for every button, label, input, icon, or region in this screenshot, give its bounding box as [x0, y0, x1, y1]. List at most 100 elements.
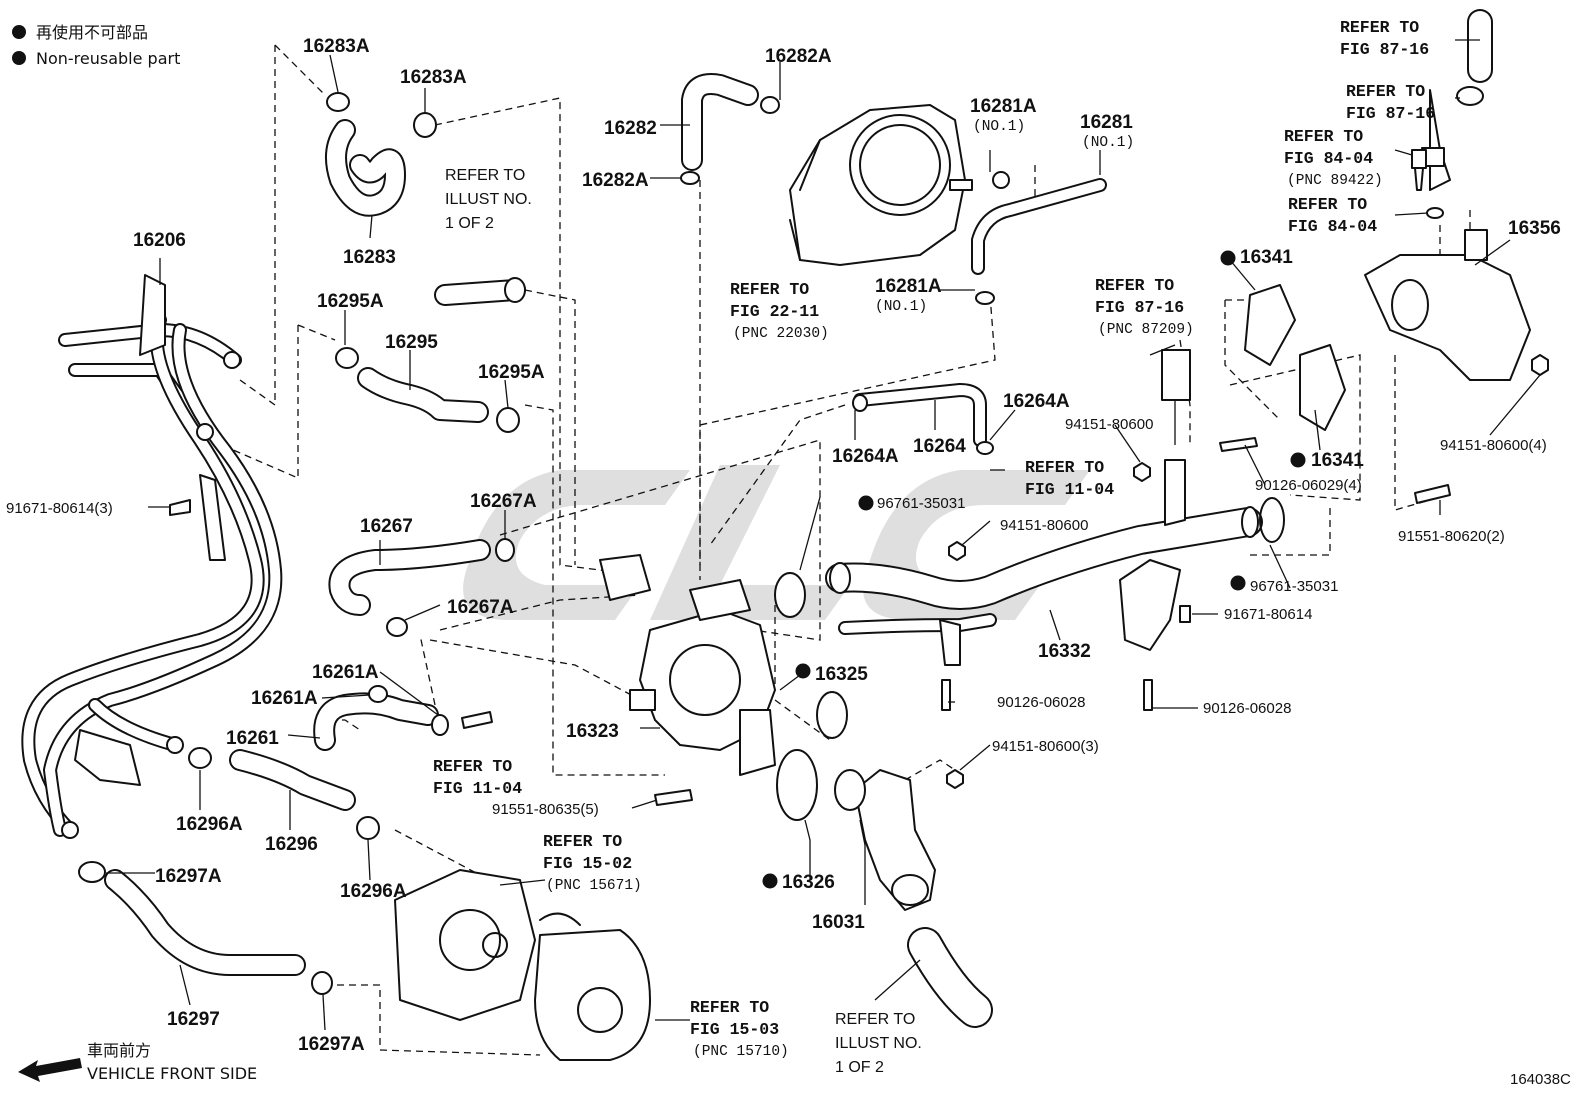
leader-lines: [106, 39, 1541, 1031]
label-16297: 16297: [167, 1009, 220, 1030]
svg-text:FIG 87-16: FIG 87-16: [1340, 40, 1429, 59]
label-16295A-left: 16295A: [317, 291, 384, 312]
svg-text:FIG 15-02: FIG 15-02: [543, 854, 632, 873]
ref-illust-top: REFER TO ILLUST NO. 1 OF 2: [445, 167, 532, 232]
water-bypass-pipe-16206: [21, 274, 283, 839]
water-outlet-pipe-16332: [825, 459, 1263, 666]
label-16281A-top: 16281A: [970, 96, 1037, 117]
svg-text:REFER TO: REFER TO: [1095, 276, 1174, 295]
svg-text:(PNC 89422): (PNC 89422): [1287, 173, 1383, 189]
label-16296A-left: 16296A: [176, 814, 243, 835]
hose-16267: [328, 539, 491, 616]
label-16261A-left: 16261A: [251, 688, 318, 709]
vehicle-front-note: 車両前方 VEHICLE FRONT SIDE: [18, 1041, 257, 1083]
svg-text:REFER TO: REFER TO: [445, 167, 525, 184]
ref-fig-22-11: REFER TO FIG 22-11 (PNC 22030): [730, 280, 829, 342]
svg-text:REFER TO: REFER TO: [1288, 195, 1367, 214]
hose-16295: [357, 367, 489, 423]
svg-text:REFER TO: REFER TO: [1346, 82, 1425, 101]
label-90126-06028-left: 90126-06028: [997, 694, 1085, 711]
hose-16296: [229, 749, 356, 811]
label-16264A-right: 16264A: [1003, 391, 1070, 412]
label-90126-06029-4: 90126-06029(4): [1255, 477, 1362, 494]
svg-text:REFER TO: REFER TO: [433, 757, 512, 776]
svg-text:(PNC 15671): (PNC 15671): [546, 878, 642, 894]
svg-text:REFER TO: REFER TO: [1340, 18, 1419, 37]
svg-text:REFER TO: REFER TO: [1284, 127, 1363, 146]
label-16267: 16267: [360, 516, 413, 537]
label-91671-80614-3: 91671-80614(3): [6, 500, 113, 517]
diagram-code: 164038C: [1510, 1071, 1571, 1088]
label-16281A-top-note: (NO.1): [973, 119, 1025, 135]
svg-text:FIG 11-04: FIG 11-04: [433, 779, 522, 798]
svg-text:FIG 84-04: FIG 84-04: [1284, 149, 1373, 168]
label-16267A-top: 16267A: [470, 491, 537, 512]
svg-text:ILLUST NO.: ILLUST NO.: [835, 1035, 922, 1052]
ref-fig-84-04-sensor: REFER TO FIG 84-04 (PNC 89422): [1284, 127, 1383, 189]
hose-16282: [681, 73, 759, 171]
svg-text:ILLUST NO.: ILLUST NO.: [445, 191, 532, 208]
svg-text:FIG 11-04: FIG 11-04: [1025, 480, 1114, 499]
front-note-jp: 車両前方: [87, 1041, 151, 1060]
label-94151-80600-4: 94151-80600(4): [1440, 437, 1547, 454]
label-16296: 16296: [265, 834, 318, 855]
ref-fig-15-03: REFER TO FIG 15-03 (PNC 15710): [690, 998, 789, 1060]
oil-cooler-assembly: [394, 869, 651, 1061]
ref-fig-11-04-lower: REFER TO FIG 11-04: [433, 757, 522, 798]
ref-fig-11-04-upper: REFER TO FIG 11-04: [1025, 458, 1114, 499]
label-16282A-left: 16282A: [582, 170, 649, 191]
label-16341-top: 16341: [1240, 247, 1293, 268]
svg-text:1 OF 2: 1 OF 2: [445, 215, 494, 232]
label-16297A-bottom: 16297A: [298, 1034, 365, 1055]
non-reusable-dot-icon: [12, 51, 26, 65]
label-91671-80614: 91671-80614: [1224, 606, 1312, 623]
label-16283A-right: 16283A: [400, 67, 467, 88]
hose-upper-right-stub: [434, 277, 526, 306]
pipe-87209-stub: [1161, 349, 1191, 401]
gaskets: [776, 207, 1444, 821]
label-90126-06028-right: 90126-06028: [1203, 700, 1291, 717]
label-16283: 16283: [343, 247, 396, 268]
label-16281-note: (NO.1): [1082, 135, 1134, 151]
label-94151-80600-3: 94151-80600(3): [992, 738, 1099, 755]
throttle-body-assembly: [789, 104, 973, 266]
label-16295: 16295: [385, 332, 438, 353]
label-16341-bottom: 16341: [1311, 450, 1364, 471]
svg-text:(PNC 15710): (PNC 15710): [693, 1044, 789, 1060]
legend-en: Non-reusable part: [36, 49, 180, 68]
water-outlet-16356: [1364, 89, 1531, 381]
dashed-connection-lines: [209, 44, 1471, 1056]
thermostat-housing-16031: [834, 769, 936, 911]
label-16356: 16356: [1508, 218, 1561, 239]
water-inlet-housing-16323: [599, 554, 806, 776]
label-16281: 16281: [1080, 112, 1133, 133]
hose-16283: [325, 119, 406, 217]
label-16296A-bottom: 16296A: [340, 881, 407, 902]
label-16281A-bottom-note: (NO.1): [875, 299, 927, 315]
label-16297A-top: 16297A: [155, 866, 222, 887]
label-16325: 16325: [815, 664, 868, 685]
label-16332: 16332: [1038, 641, 1091, 662]
fasteners: [169, 149, 1549, 806]
svg-text:(PNC 87209): (PNC 87209): [1098, 322, 1194, 338]
label-16261: 16261: [226, 728, 279, 749]
svg-text:REFER TO: REFER TO: [835, 1011, 915, 1028]
svg-text:FIG 22-11: FIG 22-11: [730, 302, 819, 321]
hose-16264: [853, 383, 987, 447]
legend-jp: 再使用不可部品: [36, 23, 148, 42]
hose-lower-stub: [907, 927, 993, 1028]
label-16283A-top: 16283A: [303, 36, 370, 57]
label-16281A-bottom: 16281A: [875, 276, 942, 297]
svg-text:FIG 87-16: FIG 87-16: [1346, 104, 1435, 123]
part-number-labels: 16283A 16283A 16283 16282A 16282 16282A …: [6, 36, 1561, 1055]
label-91551-80635-5: 91551-80635(5): [492, 801, 599, 818]
svg-text:(PNC 22030): (PNC 22030): [733, 326, 829, 342]
label-16206: 16206: [133, 230, 186, 251]
label-16261A-top: 16261A: [312, 662, 379, 683]
legend: 再使用不可部品 Non-reusable part: [12, 23, 180, 68]
label-16282: 16282: [604, 118, 657, 139]
svg-text:FIG 15-03: FIG 15-03: [690, 1020, 779, 1039]
hose-16261: [313, 692, 439, 751]
reference-notes: REFER TO ILLUST NO. 1 OF 2 REFER TO FIG …: [433, 18, 1435, 1076]
